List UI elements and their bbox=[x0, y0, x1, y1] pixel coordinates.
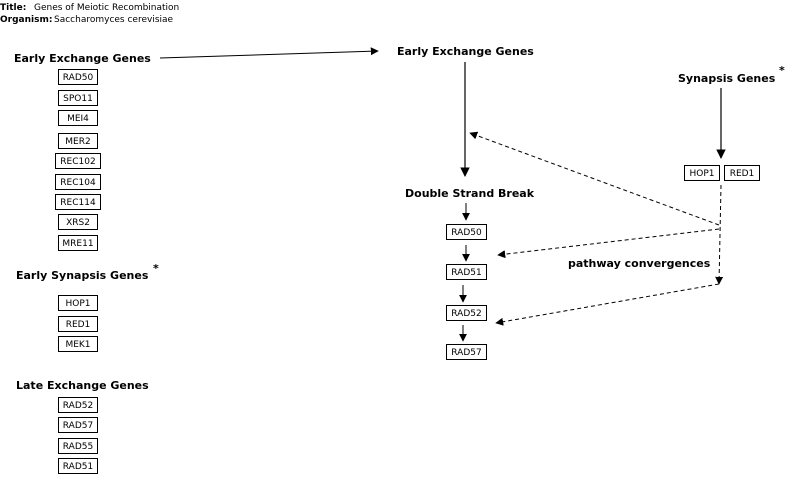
left-early-exchange-heading: Early Exchange Genes bbox=[14, 52, 151, 65]
left-gene-hop1: HOP1 bbox=[58, 295, 98, 311]
left-gene-rad52: RAD52 bbox=[58, 397, 98, 413]
right-gene-hop1: HOP1 bbox=[684, 165, 720, 181]
dsb-gene-rad57: RAD57 bbox=[446, 344, 487, 360]
title-label: Title: bbox=[0, 3, 27, 13]
left-gene-rad55: RAD55 bbox=[58, 438, 98, 454]
left-gene-mre11: MRE11 bbox=[58, 235, 98, 251]
dsb-heading: Double Strand Break bbox=[405, 187, 535, 200]
right-synapsis-heading: Synapsis Genes bbox=[678, 72, 776, 85]
left-gene-rec102: REC102 bbox=[55, 153, 101, 169]
left-gene-xrs2: XRS2 bbox=[58, 214, 98, 230]
left-gene-red1: RED1 bbox=[58, 316, 98, 332]
organism-label: Organism: bbox=[0, 15, 53, 25]
arrow-early-exchange-link bbox=[159, 47, 379, 59]
left-gene-rec104: REC104 bbox=[55, 174, 101, 190]
dashed-synapsis-down bbox=[715, 184, 724, 285]
dashed-to-rad52 bbox=[495, 283, 720, 326]
pathway-convergences-label: pathway convergences bbox=[568, 257, 711, 270]
left-gene-rad57: RAD57 bbox=[58, 417, 98, 433]
right-synapsis-asterisk: * bbox=[779, 64, 785, 77]
left-gene-mek1: MEK1 bbox=[58, 336, 98, 352]
left-late-exchange-heading: Late Exchange Genes bbox=[16, 379, 149, 392]
right-early-exchange-heading: Early Exchange Genes bbox=[397, 45, 534, 58]
title-line: Title: Genes of Meiotic Recombination bbox=[0, 2, 179, 14]
organism-value: Saccharomyces cerevisiae bbox=[54, 15, 174, 25]
left-synapsis-asterisk: * bbox=[153, 262, 159, 275]
dashed-to-rad50 bbox=[497, 228, 720, 259]
left-gene-spo11: SPO11 bbox=[58, 90, 98, 106]
left-gene-mei4: MEI4 bbox=[58, 110, 98, 126]
organism-line: Organism:Saccharomyces cerevisiae bbox=[0, 14, 173, 26]
dsb-gene-rad52: RAD52 bbox=[446, 305, 487, 321]
left-early-synapsis-heading: Early Synapsis Genes bbox=[16, 269, 149, 282]
right-gene-red1: RED1 bbox=[724, 165, 760, 181]
left-gene-rad51: RAD51 bbox=[58, 458, 98, 474]
left-gene-rec114: REC114 bbox=[55, 194, 101, 210]
title-value: Genes of Meiotic Recombination bbox=[34, 3, 180, 13]
dsb-gene-rad50: RAD50 bbox=[446, 224, 487, 240]
dsb-gene-rad51: RAD51 bbox=[446, 264, 487, 280]
left-gene-rad50: RAD50 bbox=[58, 69, 98, 85]
left-gene-mer2: MER2 bbox=[58, 133, 98, 149]
dashed-to-early-exchange bbox=[469, 131, 720, 226]
